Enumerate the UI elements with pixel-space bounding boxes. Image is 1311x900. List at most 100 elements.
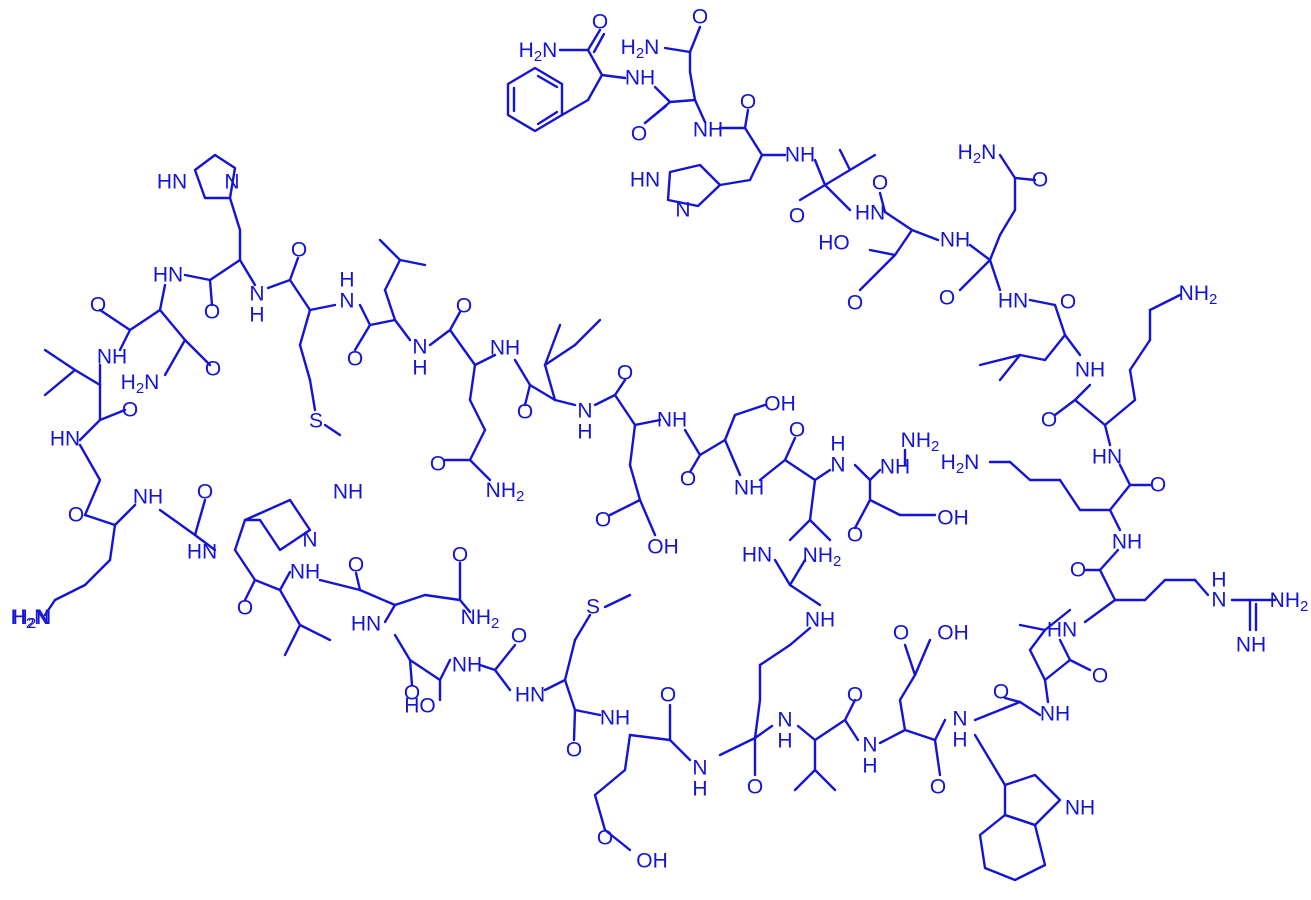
atom-label: N xyxy=(577,400,592,423)
atom-label: NH xyxy=(600,707,630,730)
atom-label: OH xyxy=(937,507,969,530)
atom-label: N xyxy=(675,199,690,222)
atom-label: N xyxy=(830,454,845,477)
atom-label: N xyxy=(339,290,354,313)
atom-label: H xyxy=(1211,569,1226,592)
atom-label: NH xyxy=(1075,359,1105,382)
atom-label: O xyxy=(430,453,446,476)
atom-label: N xyxy=(412,336,427,359)
atom-label: NH2 xyxy=(1270,589,1309,615)
atom-label: NH xyxy=(452,654,482,677)
atom-label: HN xyxy=(157,171,187,194)
atom-label: NH xyxy=(805,609,835,632)
atom-label: NH2 xyxy=(486,479,525,505)
atom-label: N xyxy=(862,734,877,757)
atom-label: NH2 xyxy=(901,429,940,455)
atom-label: N xyxy=(224,171,239,194)
atom-label: NH2 xyxy=(1179,282,1218,308)
atom-label: H2N xyxy=(13,606,52,632)
atom-label: OH xyxy=(636,850,668,873)
atom-label: O xyxy=(789,419,805,442)
atom-label: O xyxy=(456,295,472,318)
atom-label: H xyxy=(952,729,967,752)
atom-label: HN xyxy=(998,290,1028,313)
atom-label: O xyxy=(597,827,613,850)
atom-label: NH xyxy=(1040,703,1070,726)
atom-label: HO xyxy=(818,232,850,255)
atom-label: H xyxy=(577,421,592,444)
atom-label: HN xyxy=(187,541,217,564)
atom-label: O xyxy=(347,348,363,371)
atom-label: O xyxy=(348,554,364,577)
atom-label: HN xyxy=(153,264,183,287)
atom-label: H2N xyxy=(958,141,997,167)
atom-label: NH xyxy=(1236,634,1266,657)
atom-label: O xyxy=(1060,291,1076,314)
atom-label: NH xyxy=(133,486,163,509)
atom-label: N xyxy=(1211,589,1226,612)
atom-label: N xyxy=(952,708,967,731)
atom-label: N xyxy=(692,757,707,780)
atom-label: NH xyxy=(880,456,910,479)
atom-label: OH xyxy=(647,536,679,559)
atom-label: HN xyxy=(742,544,772,567)
atom-label: O xyxy=(197,481,213,504)
atom-label: OH xyxy=(764,393,796,416)
atom-label: O xyxy=(847,684,863,707)
atom-label: O xyxy=(789,205,805,228)
atom-label: NH xyxy=(1065,797,1095,820)
atom-label: N xyxy=(302,529,317,552)
atom-label: NH xyxy=(1112,531,1142,554)
atom-label: NH xyxy=(785,144,815,167)
atom-label: HO xyxy=(404,695,436,718)
atom-label: O xyxy=(291,239,307,262)
atom-label: NH xyxy=(657,409,687,432)
atom-label: O xyxy=(452,544,468,567)
atom-label: S xyxy=(586,596,600,619)
atom-label: H2N xyxy=(121,371,160,397)
atom-label: O xyxy=(237,597,253,620)
atom-label: O xyxy=(631,123,647,146)
atom-label: H xyxy=(777,730,792,753)
atom-label: O xyxy=(592,11,608,34)
atom-label: HN xyxy=(1047,619,1077,642)
atom-label: O xyxy=(660,684,676,707)
atom-label: H xyxy=(692,778,707,801)
atom-label: O xyxy=(205,358,221,381)
atom-label: NH xyxy=(97,346,127,369)
atom-label: NH xyxy=(333,481,363,504)
atom-label: O xyxy=(1070,559,1086,582)
atom-label: H xyxy=(249,304,264,327)
atom-label: H2N xyxy=(621,36,660,62)
atom-label: N xyxy=(777,709,792,732)
atom-label: O xyxy=(692,6,708,29)
atom-label: NH xyxy=(290,561,320,584)
atom-label: H2N xyxy=(11,606,50,632)
atom-label: NH xyxy=(693,119,723,142)
atom-label: O xyxy=(617,362,633,385)
bond-layer xyxy=(43,25,1277,882)
atom-label: H xyxy=(862,755,877,778)
atom-label: O xyxy=(595,509,611,532)
atom-label: NH xyxy=(734,477,764,500)
atom-label: HN xyxy=(1092,446,1122,469)
atom-label: NH2 xyxy=(461,606,500,632)
atom-label: H2N xyxy=(941,451,980,477)
atom-label: HN xyxy=(50,428,80,451)
atom-label: NH xyxy=(625,67,655,90)
atom-label: NH2 xyxy=(803,544,842,570)
atom-label: O xyxy=(90,294,106,317)
atom-label: H xyxy=(412,357,427,380)
atom-label: N xyxy=(249,283,264,306)
atom-label: HN xyxy=(351,613,381,636)
atom-label: H2N xyxy=(519,39,558,65)
atom-label: O xyxy=(204,301,220,324)
atom-label: O xyxy=(847,292,863,315)
atom-label: O xyxy=(1150,474,1166,497)
atom-label: O xyxy=(68,504,84,527)
atom-label: O xyxy=(566,739,582,762)
atom-label: O xyxy=(680,468,696,491)
atom-label: O xyxy=(893,622,909,645)
